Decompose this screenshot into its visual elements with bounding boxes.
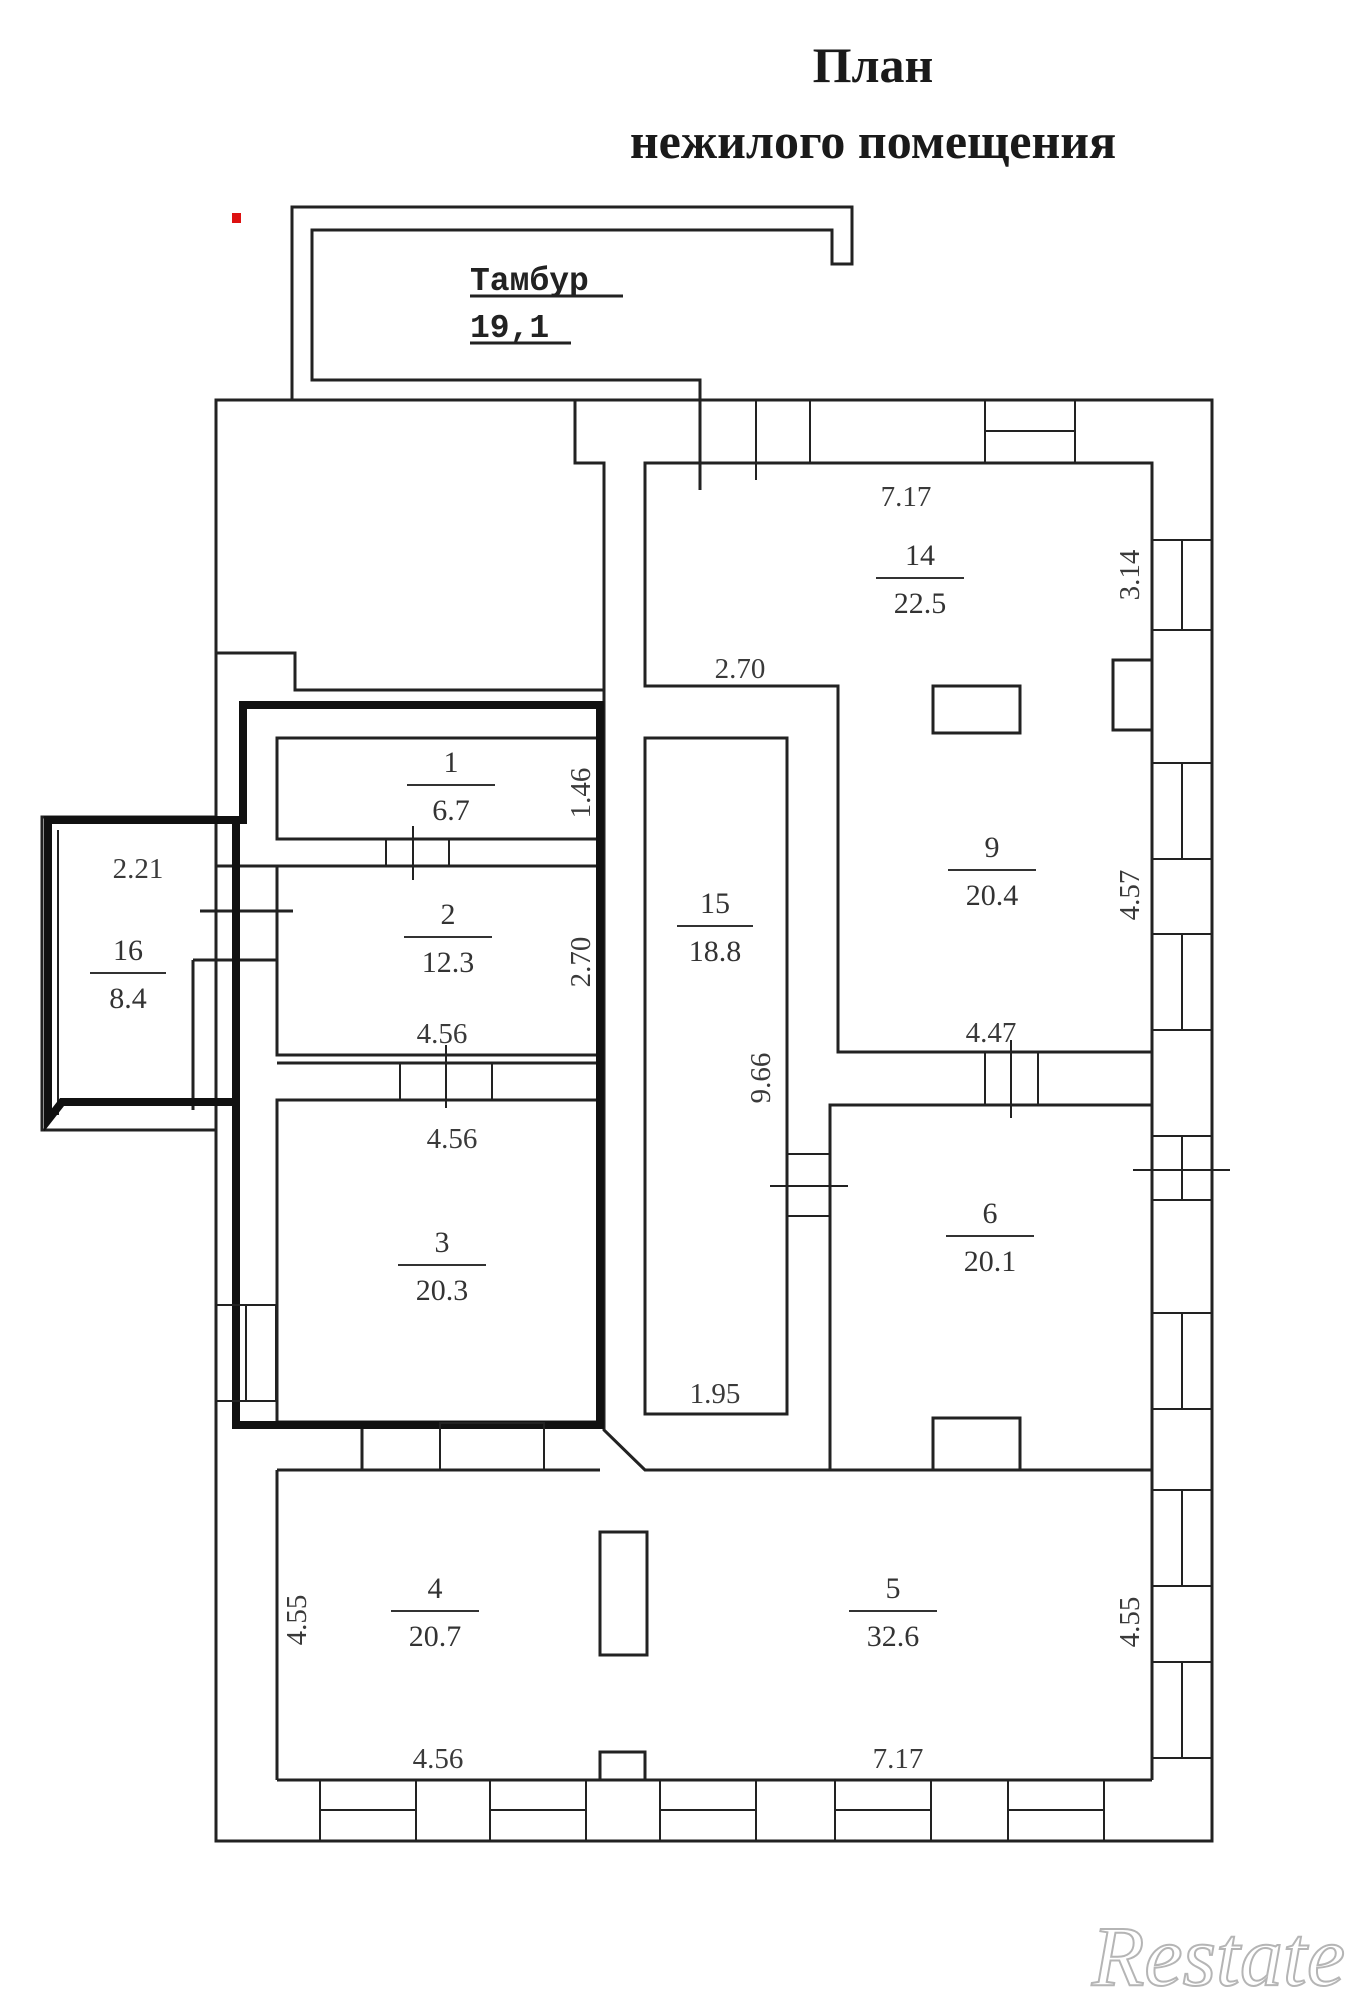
restate-watermark: Restate <box>1091 1908 1345 2000</box>
dimension-r4-left: 4.55 <box>281 1595 313 1646</box>
dimension-r5-bottom: 7.17 <box>873 1743 924 1775</box>
room-15-label: 15 18.8 <box>677 887 753 968</box>
room-16-number: 16 <box>113 934 143 967</box>
red-marker <box>232 213 241 223</box>
room-6-number: 6 <box>983 1197 998 1230</box>
room-16-walls <box>40 815 293 1132</box>
plan-title-line2: нежилого помещения <box>630 113 1116 169</box>
room-3-area: 20.3 <box>416 1274 469 1307</box>
room-9-number: 9 <box>985 831 1000 864</box>
dimension-r14-top: 7.17 <box>881 481 932 513</box>
windows <box>215 399 1213 1842</box>
dimension-r5-right: 4.55 <box>1114 1597 1146 1648</box>
room-6-walls <box>830 1103 1152 1472</box>
room-5-number: 5 <box>886 1572 901 1605</box>
tambur-label: Тамбур <box>470 263 589 300</box>
room-2-area: 12.3 <box>422 946 475 979</box>
plan-title-line1: План <box>813 37 934 93</box>
dimension-r9-bottom: 4.47 <box>966 1017 1017 1049</box>
room-15-number: 15 <box>700 887 730 920</box>
room-1-label: 1 6.7 <box>407 746 495 827</box>
room-2-label: 2 12.3 <box>404 898 492 979</box>
dimension-r9-right: 4.57 <box>1114 870 1146 921</box>
dimension-r14-bottom: 2.70 <box>715 653 766 685</box>
room-3-label: 3 20.3 <box>398 1226 486 1307</box>
room-14-area: 22.5 <box>894 587 947 620</box>
room-3-number: 3 <box>435 1226 450 1259</box>
room-16-label: 16 8.4 <box>90 934 166 1015</box>
room-1-area: 6.7 <box>432 794 470 827</box>
room-1-2-3-walls <box>216 736 601 1424</box>
room-9-label: 9 20.4 <box>948 831 1036 912</box>
room-5-label: 5 32.6 <box>849 1572 937 1653</box>
room-2-number: 2 <box>441 898 456 931</box>
dimension-r14-right: 3.14 <box>1114 549 1146 600</box>
dimension-r3-top: 4.56 <box>427 1123 478 1155</box>
dimension-r15-bottom: 1.95 <box>690 1378 741 1410</box>
room-6-area: 20.1 <box>964 1245 1017 1278</box>
room-6-label: 6 20.1 <box>946 1197 1034 1278</box>
dimension-r2-right: 2.70 <box>565 937 597 988</box>
dimension-r4-bottom: 4.56 <box>413 1743 464 1775</box>
doors <box>385 400 1230 1217</box>
room-unnumbered-walls <box>216 400 606 692</box>
corridor-walls <box>602 690 1152 1472</box>
room-15-area: 18.8 <box>689 935 742 968</box>
dimension-r1-right: 1.46 <box>565 768 597 819</box>
room-4-5-walls <box>275 1423 1152 1780</box>
room-1-number: 1 <box>444 746 459 779</box>
room-14-number: 14 <box>905 539 935 572</box>
dimension-r2-bottom: 4.56 <box>417 1018 468 1050</box>
room-15-walls <box>643 736 789 1416</box>
room-4-number: 4 <box>428 1572 443 1605</box>
room-4-area: 20.7 <box>409 1620 462 1653</box>
room-9-area: 20.4 <box>966 879 1019 912</box>
room-14-label: 14 22.5 <box>876 539 964 620</box>
dimension-r15-side: 9.66 <box>745 1053 777 1104</box>
tambur-area: 19,1 <box>470 310 549 347</box>
room-5-area: 32.6 <box>867 1620 920 1653</box>
room-4-label: 4 20.7 <box>391 1572 479 1653</box>
premises-bold-outline <box>44 701 604 1429</box>
dimension-r16-top: 2.21 <box>113 853 164 885</box>
room-16-area: 8.4 <box>109 982 147 1015</box>
outer-walls <box>214 398 1214 1843</box>
tambur-walls <box>290 205 854 490</box>
